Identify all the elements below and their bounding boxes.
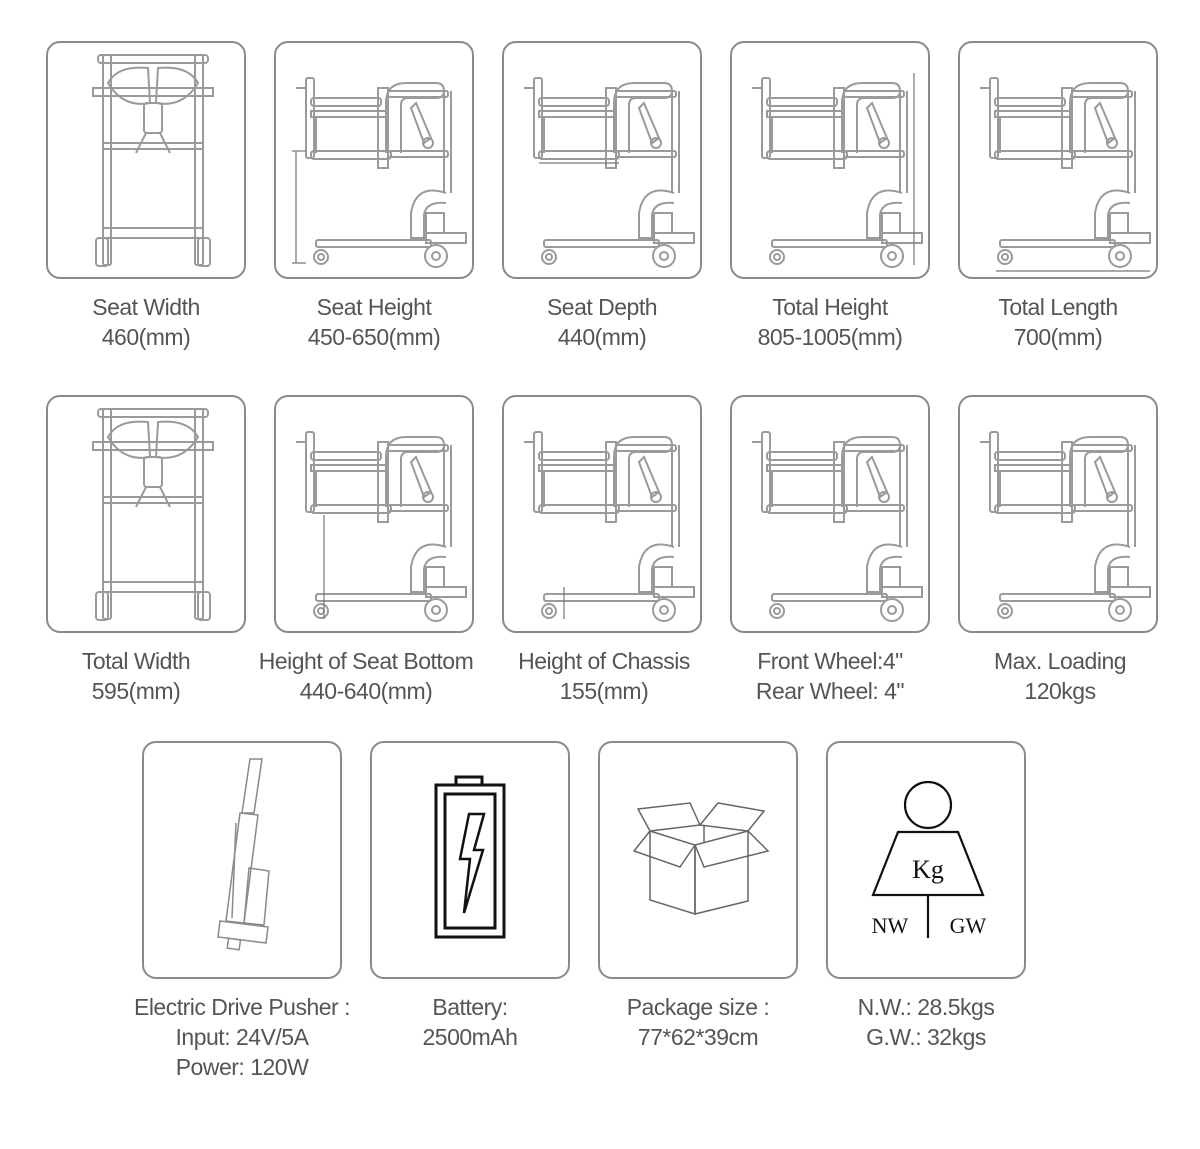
chair-side-view-icon (292, 77, 467, 268)
spec-title: Max. Loading (993, 648, 1127, 674)
chair-side-view-icon (751, 431, 923, 622)
weight-unit: Kg (912, 855, 944, 884)
electric-pusher-label: Electric Drive Pusher : Input: 24V/5A Po… (122, 992, 362, 1082)
seat-height-label: Seat Height 450-650(mm) (254, 292, 494, 352)
weight-nw: NW (872, 913, 909, 938)
chair-side-view-icon (523, 77, 695, 268)
spec-title: Front Wheel:4" (757, 648, 903, 674)
spec-value: 460(mm) (101, 324, 191, 350)
spec-value: 595(mm) (91, 678, 181, 704)
spec-line: Input: 24V/5A (175, 1024, 309, 1050)
chair-side-view-icon (979, 431, 1151, 622)
chair-side-view-icon (295, 431, 467, 622)
spec-title: Seat Height (316, 294, 432, 320)
spec-value: 120kgs (1024, 678, 1096, 704)
package-size-card (598, 741, 798, 979)
seat-width-label: Seat Width 460(mm) (26, 292, 266, 352)
spec-value: 805-1005(mm) (757, 324, 903, 350)
seat-width-diagram (46, 41, 246, 279)
seat-bottom-height-diagram (274, 395, 474, 633)
chair-side-view-icon (751, 73, 923, 268)
spec-title: Height of Seat Bottom (258, 648, 474, 674)
package-size-label: Package size : 77*62*39cm (578, 992, 818, 1052)
spec-line: Battery: (432, 994, 508, 1020)
spec-title: Total Height (772, 294, 888, 320)
wheels-diagram (730, 395, 930, 633)
spec-value: 440-640(mm) (299, 678, 433, 704)
spec-title: Seat Depth (546, 294, 658, 320)
spec-title: Height of Chassis (518, 648, 690, 674)
spec-line: 77*62*39cm (637, 1024, 759, 1050)
seat-height-diagram (274, 41, 474, 279)
weight-gw: GW (950, 913, 987, 938)
total-width-label: Total Width 595(mm) (16, 646, 256, 706)
spec-title: Seat Width (92, 294, 200, 320)
electric-pusher-card (142, 741, 342, 979)
seat-depth-label: Seat Depth 440(mm) (482, 292, 722, 352)
open-box-icon (632, 802, 770, 916)
weight-icon: Kg NW GW (871, 780, 987, 938)
chair-front-view-icon (92, 54, 214, 267)
spec-line: G.W.: 32kgs (866, 1024, 986, 1050)
chair-side-view-icon (523, 431, 695, 622)
spec-line: Package size : (626, 994, 770, 1020)
total-height-label: Total Height 805-1005(mm) (710, 292, 950, 352)
spec-value: 450-650(mm) (307, 324, 441, 350)
total-width-diagram (46, 395, 246, 633)
total-length-diagram (958, 41, 1158, 279)
max-loading-diagram (958, 395, 1158, 633)
weight-card: Kg NW GW (826, 741, 1026, 979)
seat-depth-diagram (502, 41, 702, 279)
max-loading-label: Max. Loading 120kgs (940, 646, 1180, 706)
chassis-height-diagram (502, 395, 702, 633)
spec-value: 155(mm) (559, 678, 649, 704)
chair-side-view-icon (979, 77, 1151, 272)
weight-label: N.W.: 28.5kgs G.W.: 32kgs (806, 992, 1046, 1052)
spec-title: Total Length (998, 294, 1118, 320)
spec-line: Power: 120W (175, 1054, 309, 1080)
spec-line: 2500mAh (422, 1024, 518, 1050)
total-height-diagram (730, 41, 930, 279)
battery-icon (434, 775, 506, 939)
linear-actuator-icon (217, 758, 270, 951)
chair-front-view-icon (92, 408, 214, 621)
spec-value: 700(mm) (1013, 324, 1103, 350)
seat-bottom-height-label: Height of Seat Bottom 440-640(mm) (246, 646, 486, 706)
spec-value: Rear Wheel: 4" (755, 678, 905, 704)
total-length-label: Total Length 700(mm) (938, 292, 1178, 352)
wheels-label: Front Wheel:4" Rear Wheel: 4" (710, 646, 950, 706)
spec-line: Electric Drive Pusher : (133, 994, 351, 1020)
spec-title: Total Width (81, 648, 191, 674)
battery-card (370, 741, 570, 979)
battery-label: Battery: 2500mAh (350, 992, 590, 1052)
spec-line: N.W.: 28.5kgs (857, 994, 995, 1020)
chassis-height-label: Height of Chassis 155(mm) (484, 646, 724, 706)
spec-value: 440(mm) (557, 324, 647, 350)
